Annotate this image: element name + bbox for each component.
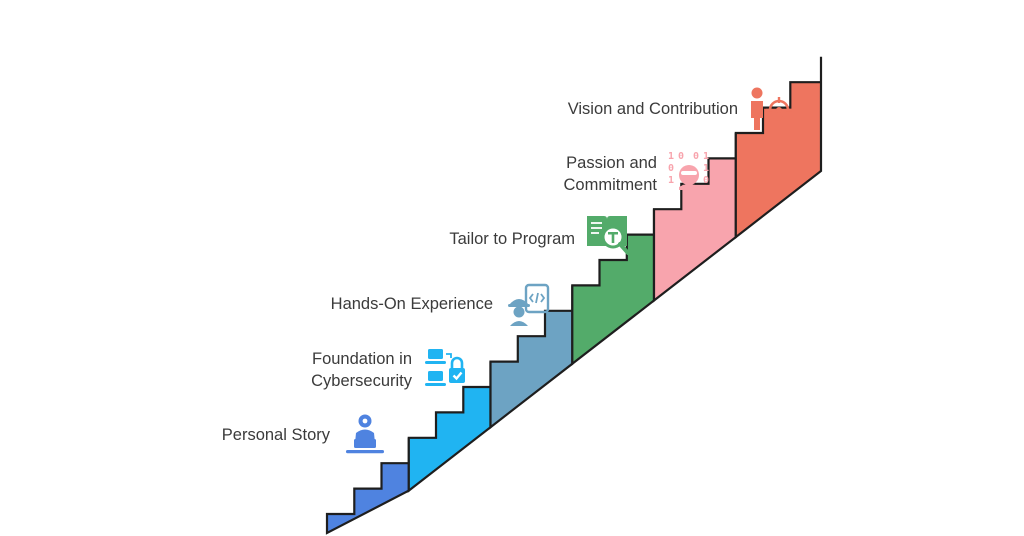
label-hands-on: Hands-On Experience <box>330 295 493 313</box>
stair-segment-vision <box>734 56 823 240</box>
label-passion: Passion and Commitment <box>563 154 657 194</box>
svg-text:0: 0 <box>678 151 684 162</box>
person-at-laptop-icon <box>346 414 384 454</box>
svg-text:0: 0 <box>703 175 709 186</box>
svg-text:1: 1 <box>703 163 709 174</box>
svg-text:1: 1 <box>668 175 674 186</box>
svg-text:1: 1 <box>668 151 674 162</box>
person-target-icon <box>751 87 792 130</box>
svg-text:1: 1 <box>703 151 709 162</box>
label-personal-story: Personal Story <box>221 426 330 444</box>
book-search-icon <box>587 216 630 255</box>
label-tailor: Tailor to Program <box>449 230 575 248</box>
svg-text:0: 0 <box>693 151 699 162</box>
svg-text:0: 0 <box>668 163 674 174</box>
label-vision: Vision and Contribution <box>567 100 738 118</box>
label-foundation: Foundation in Cybersecurity <box>311 350 412 390</box>
devices-lock-icon <box>425 349 465 386</box>
engineer-code-icon <box>508 283 550 326</box>
